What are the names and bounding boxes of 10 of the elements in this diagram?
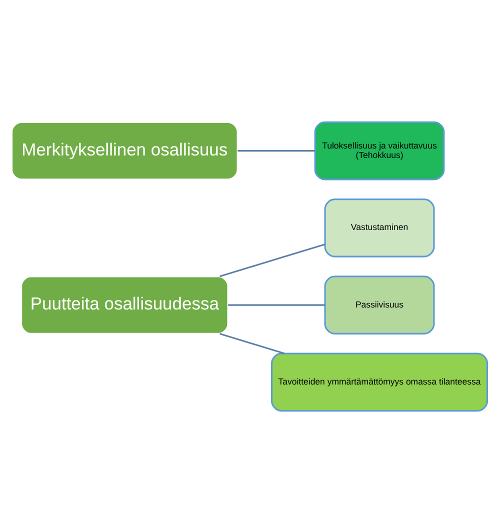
node-box: Puutteita osallisuudessa [20,275,229,334]
connector [238,150,315,152]
node-box: Vastustaminen [324,198,435,257]
connector [220,332,285,354]
connector [228,304,325,306]
connector [220,243,326,277]
node-box: Tavoitteiden ymmärtämättömyys omassa tilanteessa [270,352,488,412]
node-box: Merkityksellinen osallisuus [10,120,238,180]
node-box: Passiivisuus [324,275,435,334]
node-box: Tuloksellisuus ja vaikuttavuus (Tehokkuus) [314,120,445,180]
